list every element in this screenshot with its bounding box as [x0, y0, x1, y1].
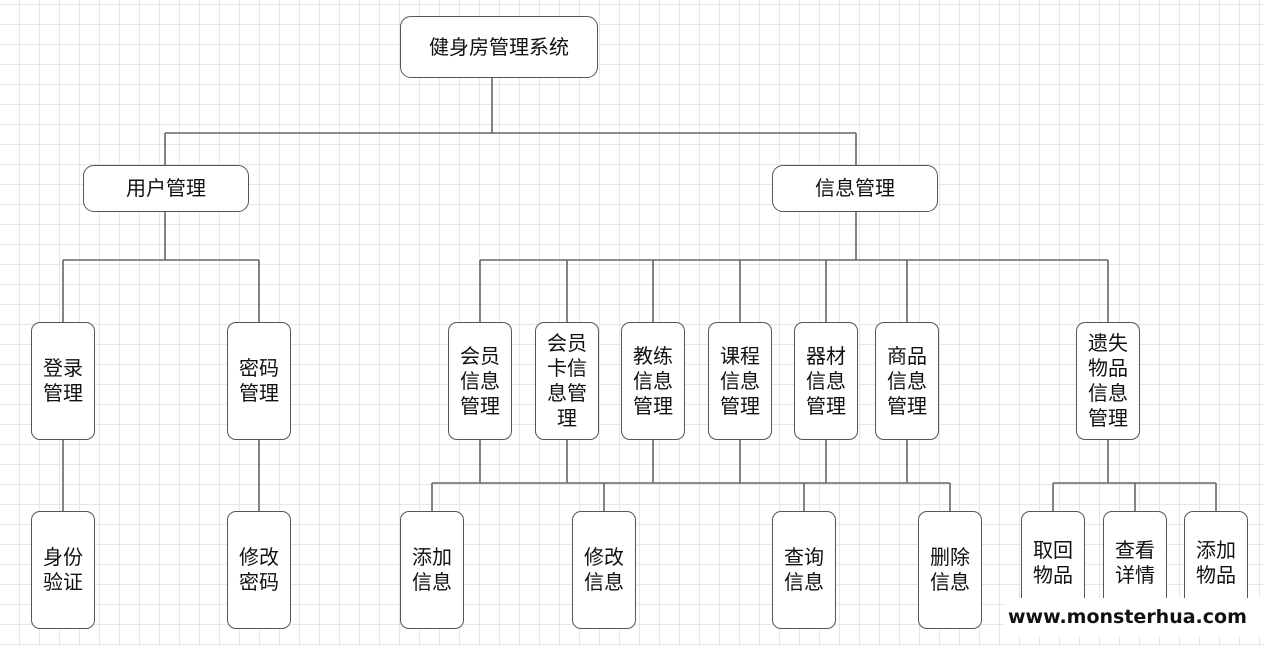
- node-coach-info: 教练信息管理: [621, 322, 685, 440]
- node-membercard-info: 会员卡信息管理: [535, 322, 599, 440]
- node-equipment-info: 器材信息管理: [794, 322, 858, 440]
- node-add-info: 添加信息: [400, 511, 464, 629]
- node-course-info: 课程信息管理: [708, 322, 772, 440]
- node-user-management: 用户管理: [83, 165, 249, 212]
- node-delete-info: 删除信息: [918, 511, 982, 629]
- node-root: 健身房管理系统: [400, 16, 598, 78]
- node-query-info: 查询信息: [772, 511, 836, 629]
- node-info-management: 信息管理: [772, 165, 938, 212]
- watermark-text: www.monsterhua.com: [1004, 598, 1264, 636]
- node-modify-info: 修改信息: [572, 511, 636, 629]
- node-change-password: 修改密码: [227, 511, 291, 629]
- node-password-management: 密码管理: [227, 322, 291, 440]
- node-member-info: 会员信息管理: [448, 322, 512, 440]
- node-lost-items-info: 遗失物品信息管理: [1076, 322, 1140, 440]
- node-login-management: 登录管理: [31, 322, 95, 440]
- node-identity-verify: 身份验证: [31, 511, 95, 629]
- node-goods-info: 商品信息管理: [875, 322, 939, 440]
